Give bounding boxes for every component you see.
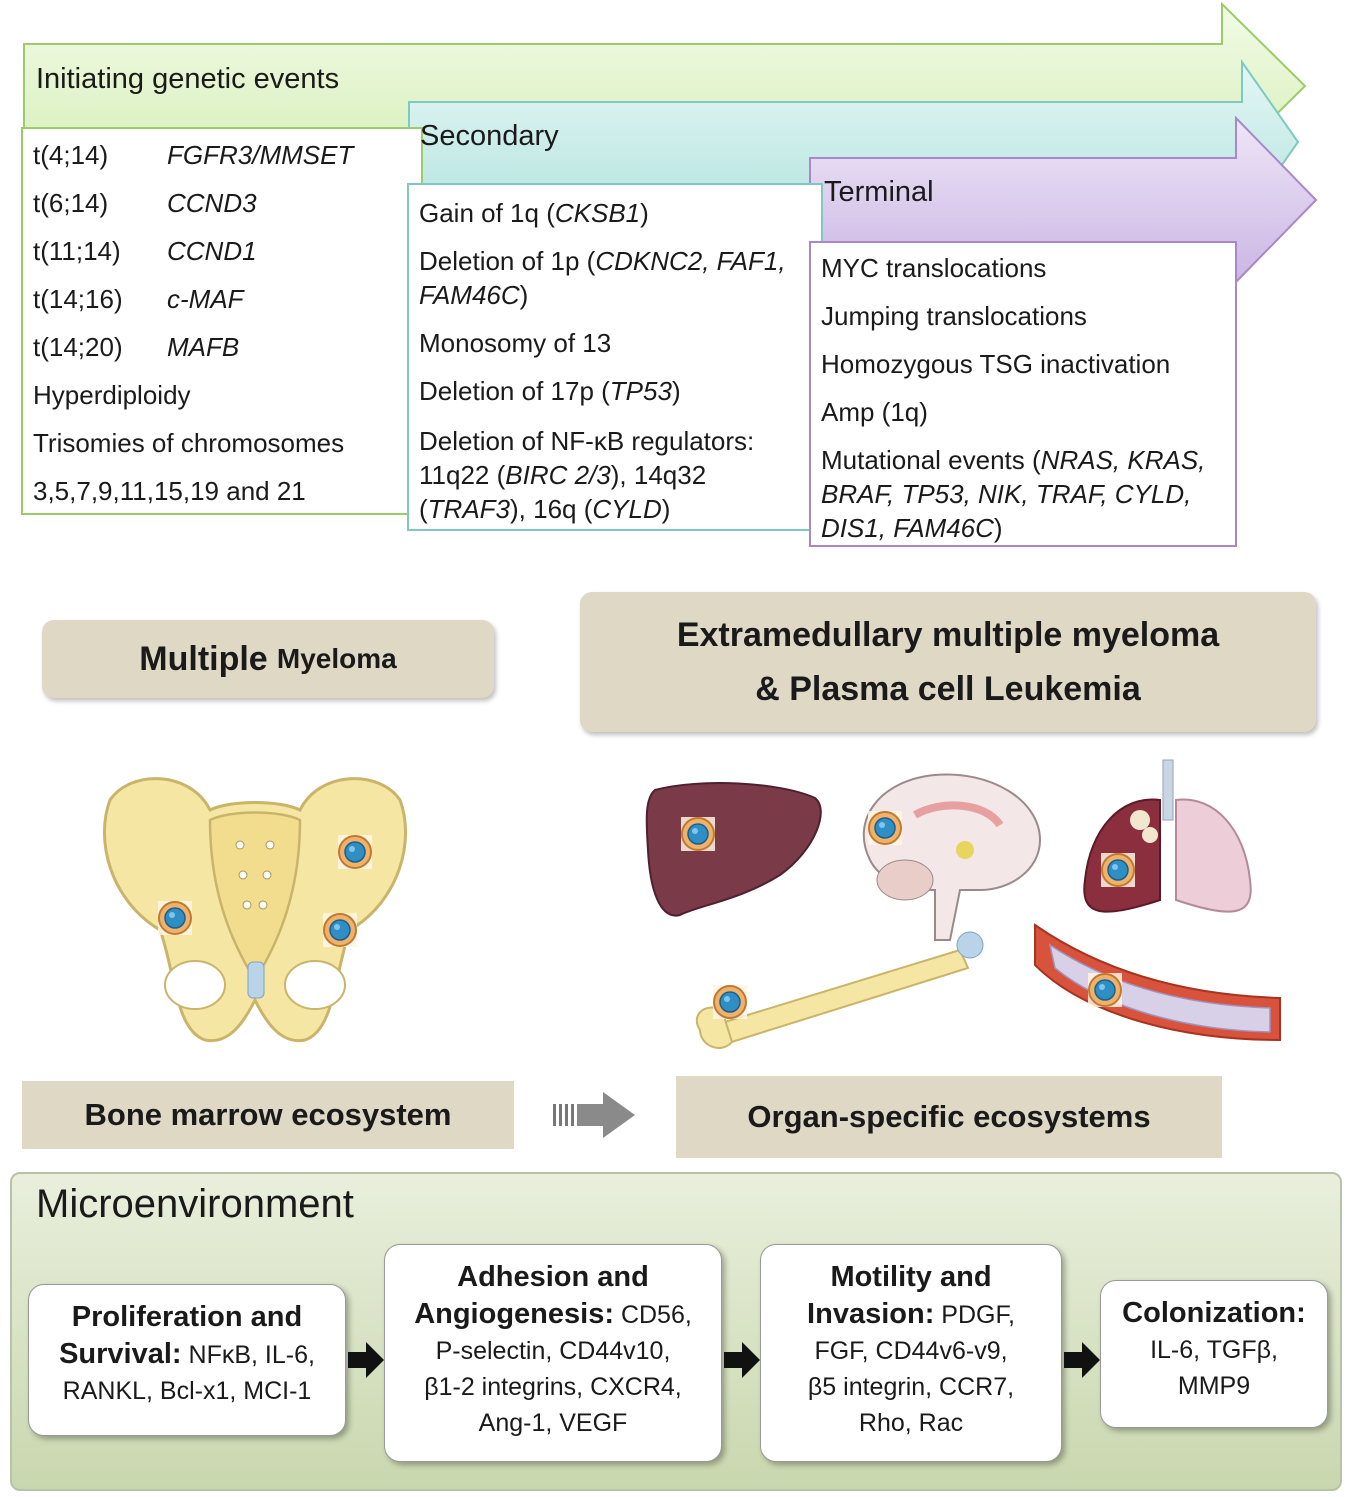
lungs-icon — [1083, 759, 1252, 913]
liver-icon — [645, 782, 822, 917]
pelvis-icon — [102, 777, 408, 1043]
mutational-item: Mutational events (NRAS, KRAS, — [821, 445, 1206, 475]
colonization-card: Colonization: IL-6, TGFβ, MMP9 — [1100, 1280, 1328, 1428]
translocation-label: t(6;14) — [33, 188, 109, 218]
gain-1q-item: Gain of 1q (CKSB1) — [419, 198, 649, 228]
mutational-item-line3: DIS1, FAM46C) — [821, 513, 1003, 543]
tsg-item: Homozygous TSG inactivation — [821, 349, 1171, 379]
brain-icon — [862, 773, 1042, 941]
bone-marrow-label: Bone marrow ecosystem — [22, 1081, 514, 1149]
microenvironment-title: Microenvironment — [36, 1182, 354, 1226]
terminal-box — [809, 241, 1237, 547]
extramedullary-line-2: & Plasma cell Leukemia — [755, 670, 1141, 708]
secondary-title: Secondary — [420, 120, 559, 152]
monosomy-item: Monosomy of 13 — [419, 328, 612, 358]
gene-label: CCND1 — [167, 236, 257, 266]
flow-arrow-icon — [724, 1342, 760, 1378]
gene-label: CCND3 — [167, 188, 257, 218]
proliferation-card: Proliferation and Survival: NFκB, IL-6, … — [28, 1284, 346, 1436]
jumping-item: Jumping translocations — [821, 301, 1087, 331]
nfkb-item-line3: (TRAF3), 16q (CYLD) — [419, 494, 671, 524]
transition-arrow-icon — [553, 1092, 635, 1138]
nfkb-item-line2: 11q22 (BIRC 2/3), 14q32 — [419, 460, 707, 490]
gene-label: c-MAF — [167, 284, 244, 314]
myc-item: MYC translocations — [821, 253, 1047, 283]
anatomy-illustrations — [102, 759, 1281, 1049]
blood-vessel-icon — [1034, 923, 1281, 1042]
translocation-label: t(14;16) — [33, 284, 123, 314]
translocation-label: t(4;14) — [33, 140, 109, 170]
multiple-myeloma-label: Multiple Myeloma — [42, 620, 494, 698]
hyperdiploidy-label: Hyperdiploidy — [33, 380, 191, 410]
extramedullary-line-1: Extramedullary multiple myeloma — [676, 616, 1220, 654]
flow-arrow-icon — [348, 1342, 384, 1378]
motility-card: Motility and Invasion: PDGF, FGF, CD44v6… — [760, 1244, 1062, 1462]
translocation-label: t(11;14) — [33, 236, 121, 266]
secondary-box — [407, 183, 823, 531]
initiating-title: Initiating genetic events — [36, 63, 340, 95]
femur-icon — [695, 931, 984, 1049]
nfkb-item: Deletion of NF-κB regulators: — [419, 426, 755, 456]
organ-specific-label: Organ-specific ecosystems — [676, 1076, 1222, 1158]
initiating-box — [21, 127, 423, 515]
gene-label: MAFB — [167, 332, 240, 362]
terminal-title: Terminal — [824, 176, 934, 208]
extramedullary-label: Extramedullary multiple myeloma & Plasma… — [580, 592, 1316, 732]
amp-item: Amp (1q) — [821, 397, 928, 427]
trisomies-label-2: 3,5,7,9,11,15,19 and 21 — [33, 476, 306, 506]
trisomies-label-1: Trisomies of chromosomes — [33, 428, 345, 458]
gene-label: FGFR3/MMSET — [167, 140, 354, 170]
translocation-label: t(14;20) — [33, 332, 123, 362]
deletion-17p-item: Deletion of 17p (TP53) — [419, 376, 681, 406]
deletion-1p-item: Deletion of 1p (CDKNC2, FAF1, — [419, 246, 786, 276]
flow-arrow-icon — [1064, 1342, 1100, 1378]
mutational-item-line2: BRAF, TP53, NIK, TRAF, CYLD, — [821, 479, 1192, 509]
timeline-arrows — [21, 1, 1318, 547]
adhesion-card: Adhesion and Angiogenesis: CD56, P-selec… — [384, 1244, 722, 1462]
deletion-1p-item-cont: FAM46C) — [419, 280, 529, 310]
